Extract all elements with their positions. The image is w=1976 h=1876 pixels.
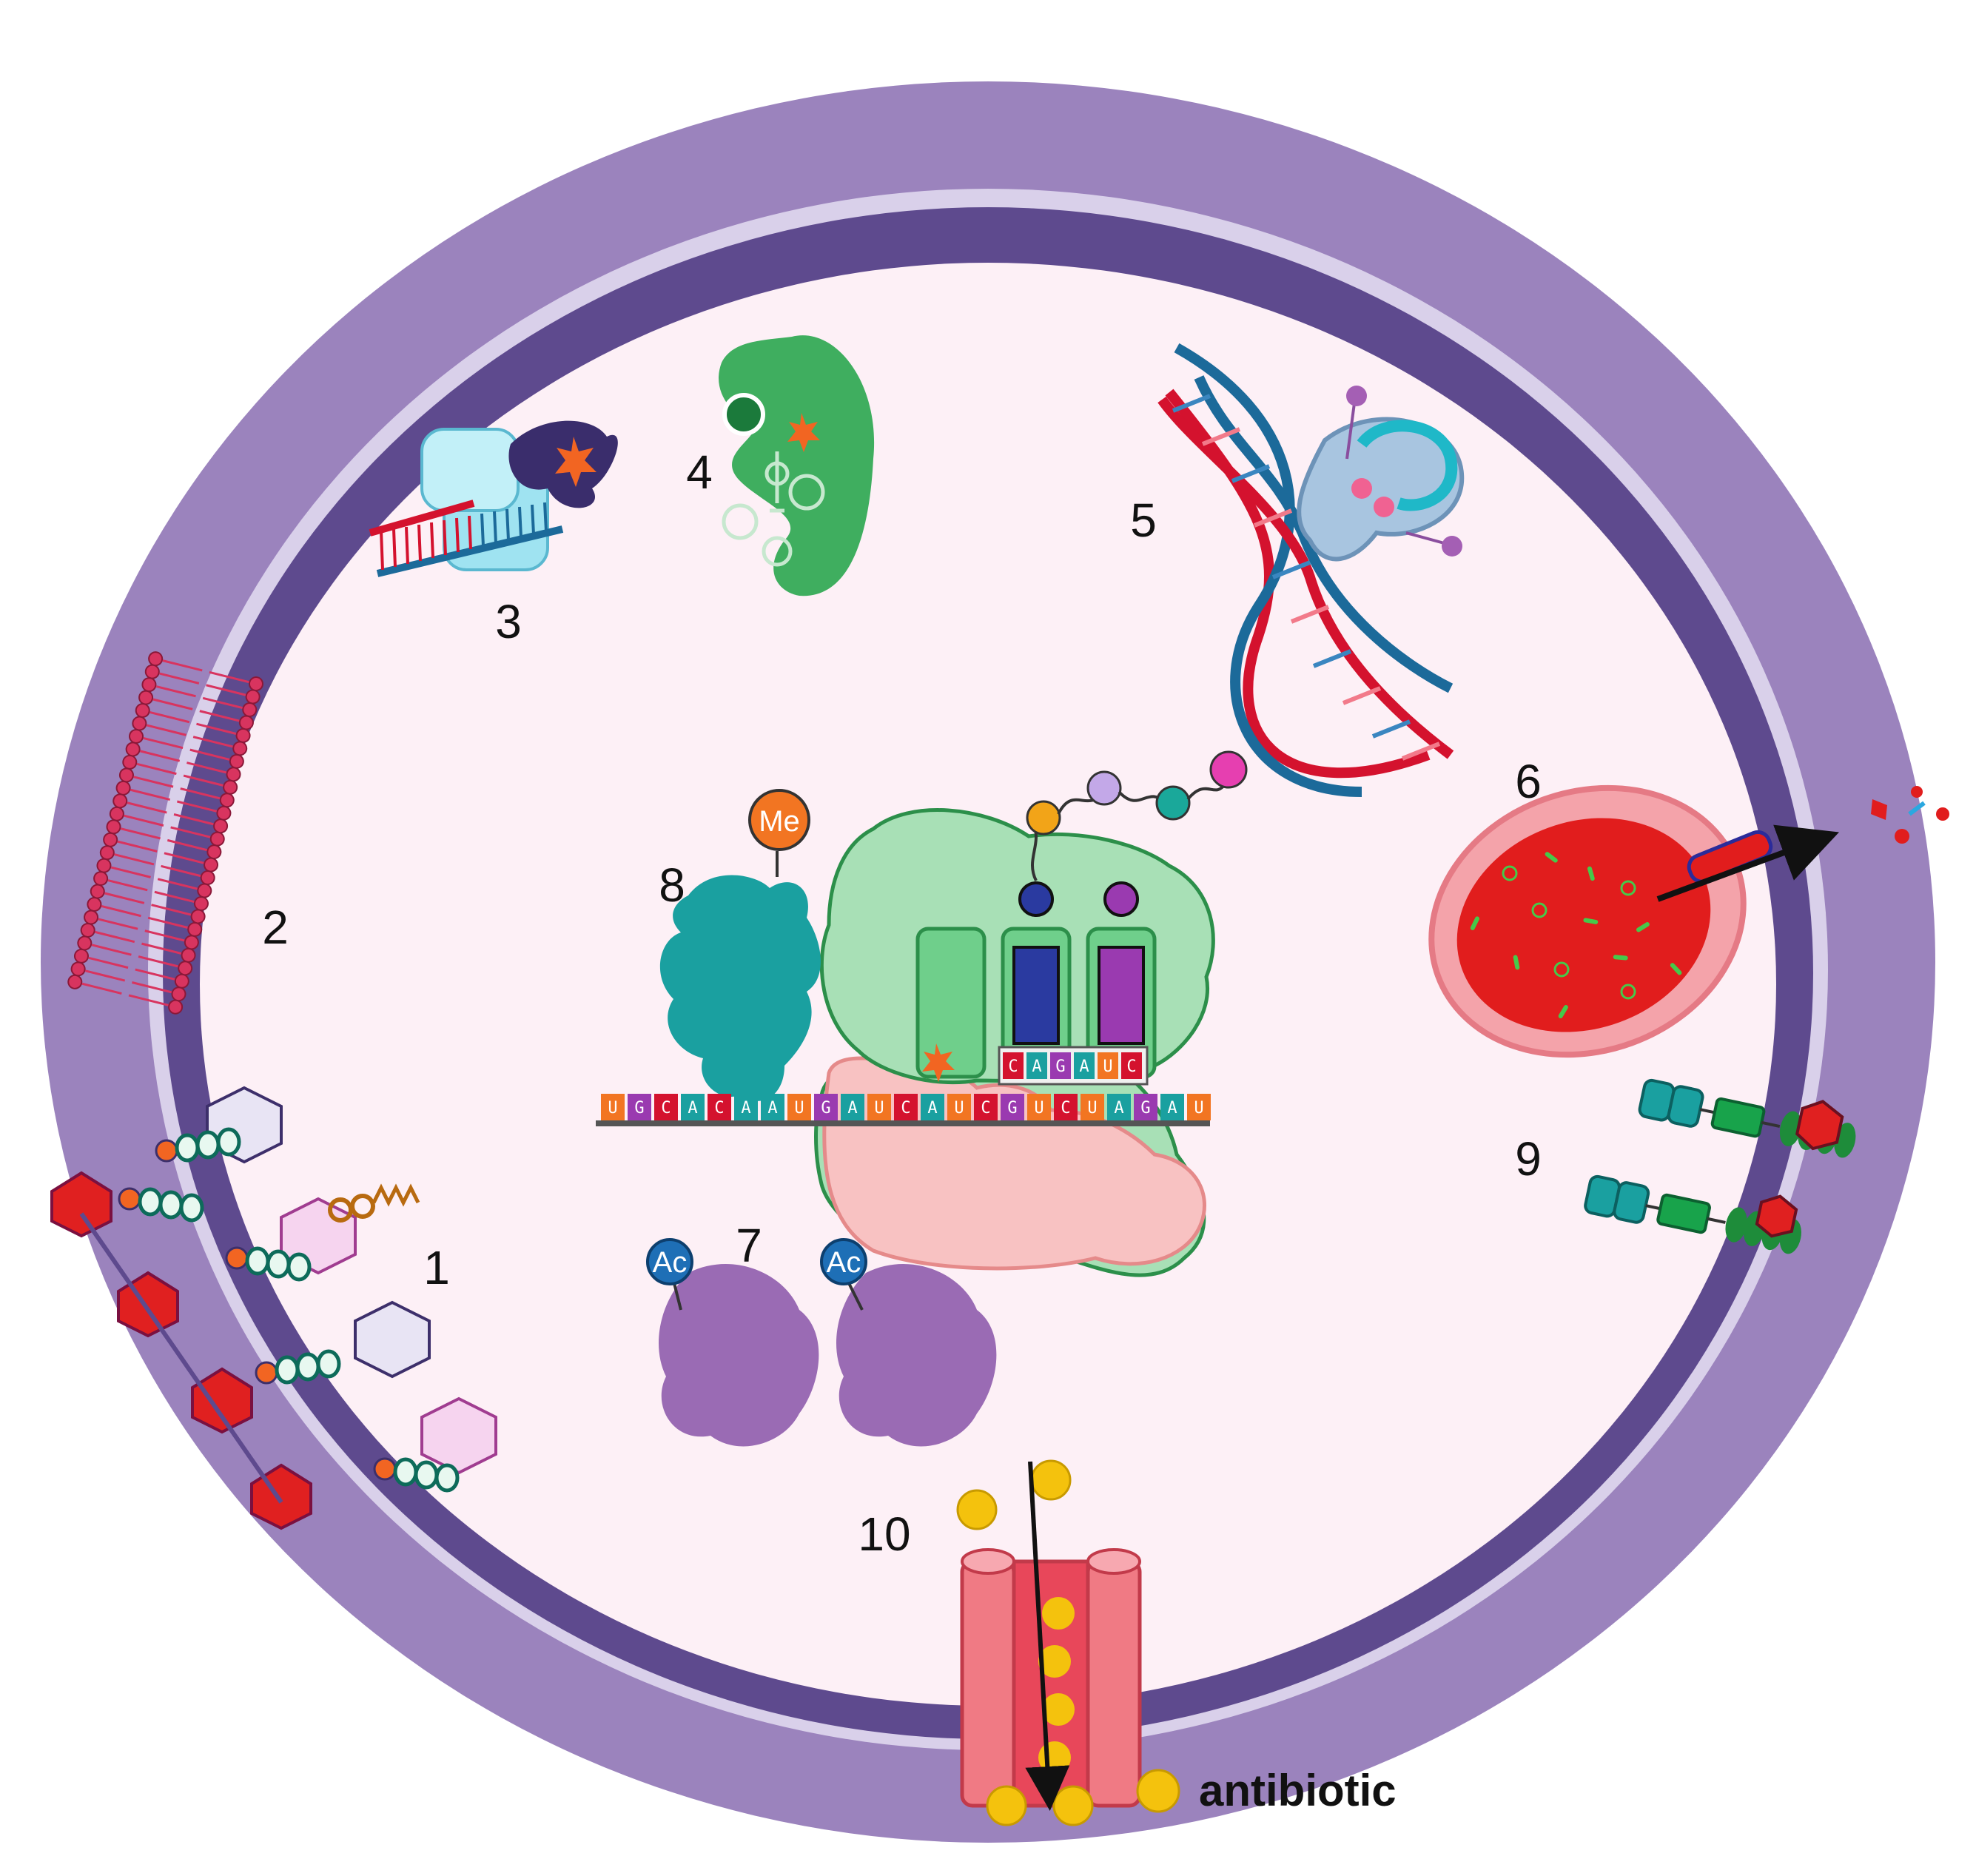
label-3: 3 — [495, 595, 522, 648]
svg-text:U: U — [1194, 1099, 1203, 1117]
methyl-tag: Me — [759, 805, 800, 838]
svg-text:G: G — [1007, 1099, 1017, 1117]
svg-text:C: C — [1061, 1099, 1070, 1117]
burst-icon — [922, 1043, 955, 1082]
label-9: 9 — [1515, 1132, 1542, 1186]
svg-text:U: U — [954, 1099, 964, 1117]
label-6: 6 — [1515, 755, 1542, 808]
target-modification-enzyme — [369, 420, 618, 577]
acetyl-tag-left: Ac — [653, 1246, 688, 1279]
uptake-arrow — [1025, 1461, 1070, 1811]
methylated-protein: Me — [659, 789, 821, 1101]
svg-text:C: C — [981, 1099, 990, 1117]
svg-text:A: A — [1167, 1099, 1177, 1117]
dna-ladder — [369, 500, 564, 577]
label-1: 1 — [423, 1241, 450, 1294]
porin-channel — [956, 1459, 1180, 1826]
acetyl-tag-right: Ac — [827, 1246, 861, 1279]
svg-text:A: A — [767, 1099, 777, 1117]
svg-text:U: U — [1103, 1058, 1112, 1076]
burst-icon — [787, 413, 820, 452]
svg-text:A: A — [688, 1099, 697, 1117]
membrane-lipid-bilayer — [67, 651, 263, 1015]
svg-text:U: U — [794, 1099, 804, 1117]
svg-text:G: G — [1140, 1099, 1150, 1117]
membrane-receptors — [1584, 1078, 1856, 1254]
trna-icon — [722, 451, 825, 567]
svg-text:A: A — [1079, 1058, 1089, 1076]
label-2: 2 — [262, 901, 289, 954]
inactivating-enzyme — [719, 335, 875, 596]
svg-text:C: C — [1126, 1058, 1136, 1076]
label-5: 5 — [1130, 494, 1157, 547]
svg-text:C: C — [901, 1099, 910, 1117]
label-8: 8 — [659, 858, 685, 912]
svg-text:G: G — [821, 1099, 830, 1117]
svg-text:A: A — [741, 1099, 750, 1117]
svg-text:U: U — [608, 1099, 617, 1117]
svg-text:A: A — [1032, 1058, 1041, 1076]
peptidoglycan-crosslinks — [50, 1086, 497, 1530]
svg-text:U: U — [874, 1099, 884, 1117]
svg-text:A: A — [927, 1099, 937, 1117]
svg-text:G: G — [634, 1099, 644, 1117]
svg-text:U: U — [1087, 1099, 1097, 1117]
label-7: 7 — [736, 1219, 762, 1272]
svg-text:G: G — [1055, 1058, 1065, 1076]
svg-text:U: U — [1034, 1099, 1044, 1117]
svg-text:C: C — [661, 1099, 671, 1117]
dna-double-helix — [1157, 343, 1465, 797]
efflux-vesicle — [1428, 784, 1949, 1058]
efflux-arrow — [1656, 824, 1840, 902]
svg-text:A: A — [1114, 1099, 1123, 1117]
antibiotic-label: antibiotic — [1199, 1766, 1397, 1815]
svg-text:A: A — [847, 1099, 857, 1117]
label-10: 10 — [858, 1507, 910, 1561]
burst-icon — [555, 437, 597, 487]
svg-text:C: C — [1008, 1058, 1018, 1076]
svg-text:C: C — [714, 1099, 724, 1117]
acetylated-proteins: Ac Ac — [646, 1238, 997, 1447]
label-4: 4 — [686, 446, 713, 499]
